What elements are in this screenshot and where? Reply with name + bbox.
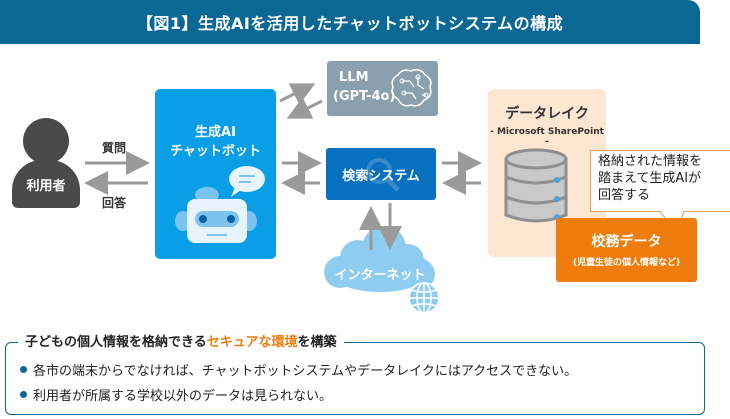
- callout-box: 格納された情報を 踏まえて生成AIが 回答する: [590, 150, 730, 212]
- chatbot-title-line1: 生成AI: [195, 125, 236, 140]
- search-system-label: 検索システム: [342, 168, 420, 184]
- internet-label: インターネット: [334, 268, 426, 283]
- database-icon: [504, 148, 568, 223]
- globe-icon: [408, 282, 440, 314]
- security-note-box: [5, 342, 705, 415]
- question-label: 質問: [102, 141, 127, 155]
- bullet-dot-icon: [20, 366, 27, 373]
- note-bullet: 各市の端末からでなければ、チャットボットシステムやデータレイクにはアクセスできな…: [20, 360, 577, 379]
- llm-box: LLM (GPT-4o): [327, 61, 438, 116]
- callout-line2: 踏まえて生成AIが: [598, 171, 702, 186]
- callout-line3: 回答する: [598, 188, 651, 203]
- datalake-title: データレイク: [505, 106, 589, 122]
- chatbot-box: 生成AI チャットボット: [155, 89, 276, 259]
- search-system-box: 検索システム: [326, 148, 436, 200]
- answer-label: 回答: [102, 196, 127, 210]
- arrow-from-llm: [286, 97, 323, 119]
- speech-bubble-icon: [229, 166, 265, 197]
- highlight-text: セキュアな環境: [206, 335, 298, 350]
- user-figure: 利用者: [12, 160, 80, 208]
- arrow-to-llm: [279, 83, 316, 105]
- school-data-box: 校務データ (児童生徒の個人情報など): [556, 218, 697, 282]
- robot-icon: [175, 166, 265, 243]
- magnifier-icon: [366, 158, 400, 192]
- callout-line1: 格納された情報を: [598, 154, 703, 169]
- llm-model: (GPT-4o): [333, 89, 396, 104]
- bullet-dot-icon: [20, 391, 27, 398]
- llm-title: LLM: [339, 70, 369, 85]
- user-label: 利用者: [26, 178, 66, 194]
- cloud-shape: [324, 226, 435, 292]
- school-data-subtitle: (児童生徒の個人情報など): [572, 258, 681, 268]
- figure-title: 【図1】生成AIを活用したチャットボットシステムの構成: [0, 0, 700, 44]
- brain-circuit-icon: [391, 68, 432, 107]
- chatbot-title-line2: チャットボット: [170, 144, 261, 159]
- note-bullet: 利用者が所属する学校以外のデータは見られない。: [20, 385, 332, 404]
- security-note-title: 子どもの個人情報を格納できるセキュアな環境を構築: [18, 331, 344, 350]
- user-head-shape: [23, 118, 69, 164]
- school-data-title: 校務データ: [591, 234, 662, 250]
- datalake-subtitle: - Microsoft SharePoint -: [490, 127, 604, 147]
